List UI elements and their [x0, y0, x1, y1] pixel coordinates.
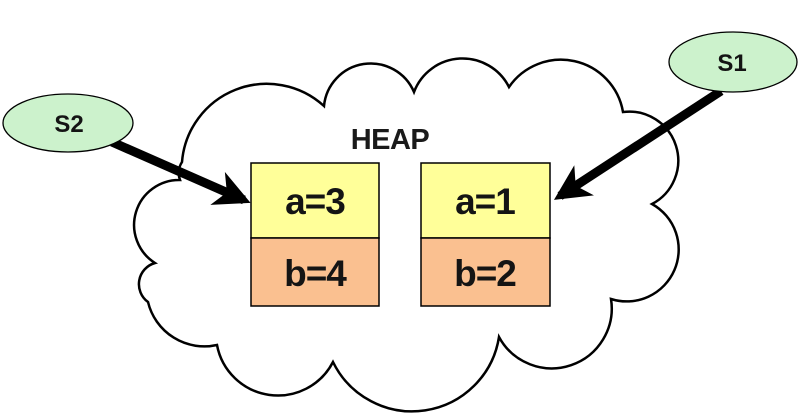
reference-s1: S1 — [668, 31, 798, 93]
heap-cloud-icon — [132, 57, 680, 413]
reference-s2: S2 — [2, 93, 134, 153]
s2-ellipse — [2, 93, 134, 153]
heap-object-1: a=3 b=4 — [250, 162, 380, 307]
object-2-field-a-cell — [420, 162, 551, 239]
object-1-field-b-value: b=4 — [284, 253, 347, 294]
s1-label: S1 — [717, 50, 746, 77]
heap-title: HEAP — [351, 124, 430, 156]
heap-object-2: a=1 b=2 — [420, 162, 551, 307]
object-1-field-a-cell — [250, 162, 380, 239]
object-2-field-b-value: b=2 — [454, 253, 516, 294]
s1-pointer-arrow — [553, 87, 724, 200]
s2-label: S2 — [54, 111, 83, 138]
object-2-field-b-cell — [420, 237, 551, 307]
object-1-field-a-value: a=3 — [285, 181, 345, 222]
object-2-field-a-value: a=1 — [455, 181, 515, 222]
object-1-field-b-cell — [250, 237, 380, 307]
s1-ellipse — [668, 31, 798, 93]
s2-pointer-arrow — [110, 137, 251, 205]
